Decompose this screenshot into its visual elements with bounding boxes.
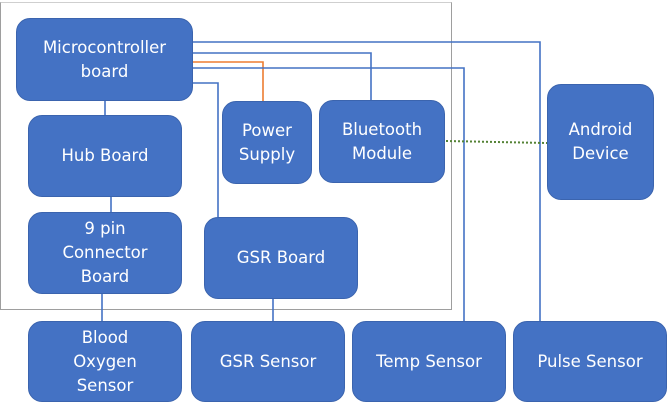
edge-mcu-temp [193,67,465,322]
blood-oxygen-sensor-node[interactable]: Blood Oxygen Sensor [28,321,182,402]
edge-bluetooth-android [445,140,548,144]
edge-mcu-power [193,61,264,101]
temp-sensor-node[interactable]: Temp Sensor [352,321,506,402]
connector-board-node[interactable]: 9 pin Connector Board [28,212,182,294]
bluetooth-module-node[interactable]: Bluetooth Module [319,100,445,183]
hub-board-node[interactable]: Hub Board [28,115,182,197]
gsr-sensor-node[interactable]: GSR Sensor [191,321,345,402]
power-supply-node[interactable]: Power Supply [222,101,312,184]
edge-mcu-pulse [193,41,541,322]
edge-mcu-bluetooth [193,52,372,100]
gsr-board-node[interactable]: GSR Board [204,217,358,299]
microcontroller-board-node[interactable]: Microcontroller board [16,18,193,101]
android-device-node[interactable]: Android Device [547,84,654,200]
device-enclosure-boundary [0,2,452,310]
pulse-sensor-node[interactable]: Pulse Sensor [513,321,667,402]
edge-mcu-gsr-board [193,82,219,217]
